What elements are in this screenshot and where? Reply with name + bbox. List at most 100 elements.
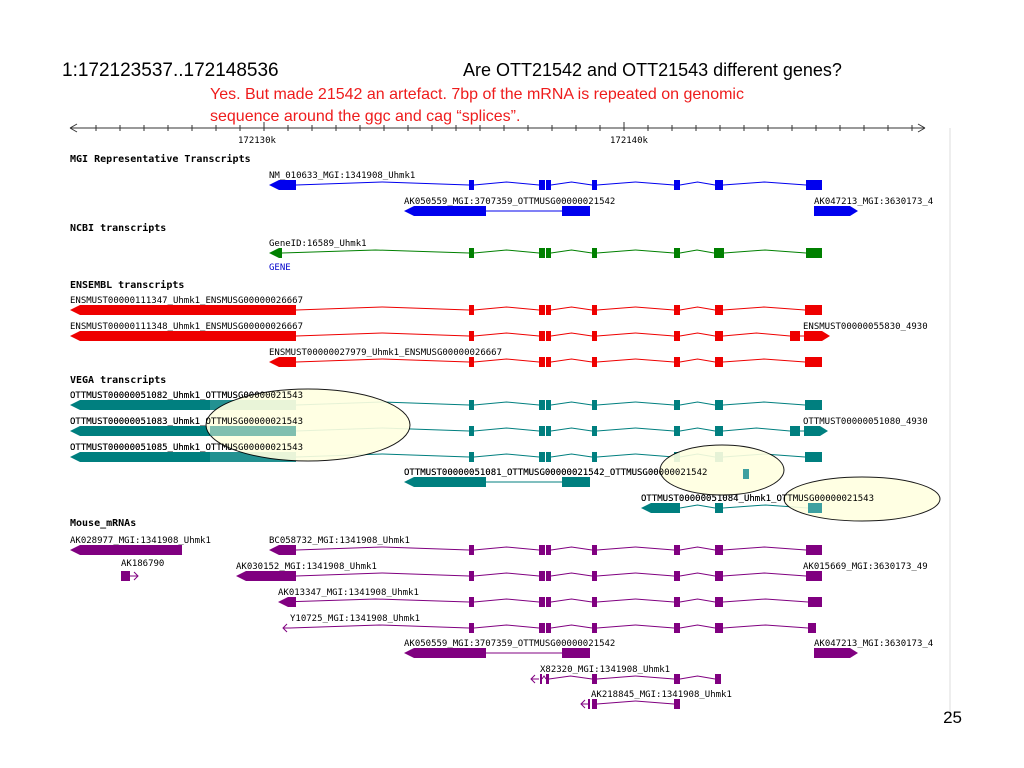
exon-block [546, 452, 551, 462]
answer-line-1: Yes. But made 21542 an artefact. 7bp of … [210, 86, 744, 103]
exon-block [562, 477, 590, 487]
exon-block [674, 545, 680, 555]
exon-arrow-right [804, 331, 830, 341]
transcript-label: AK186790 [121, 559, 164, 569]
transcript-label: AK028977_MGI:1341908_Uhmk1 [70, 536, 211, 546]
exon-block [806, 545, 822, 555]
exon-block [469, 305, 474, 315]
exon-block [790, 331, 800, 341]
exon-block [539, 545, 545, 555]
exon-block [674, 331, 680, 341]
exon-block [539, 400, 545, 410]
exon-block [592, 305, 597, 315]
exon-arrow-left [404, 477, 486, 487]
exon-block [546, 674, 549, 684]
slide-answer: Yes. But made 21542 an artefact. 7bp of … [210, 84, 910, 128]
exon-block [539, 571, 545, 581]
exon-arrow-left [269, 248, 282, 258]
exon-block [592, 623, 597, 633]
exon-block [469, 571, 474, 581]
exon-block [805, 357, 822, 367]
ruler-label-172130k: 172130k [238, 136, 277, 146]
exon-arrow-left [269, 357, 296, 367]
gene-link: GENE [269, 263, 291, 273]
intron-line [282, 599, 822, 602]
exon-block [805, 305, 822, 315]
transcript-label: OTTMUST00000051084_Uhmk1_OTTMUSG00000021… [641, 494, 874, 504]
exon-arrow-left [404, 206, 486, 216]
highlight-ellipse [205, 388, 411, 462]
exon-block [546, 180, 551, 190]
exon-block [539, 357, 545, 367]
exon-block [674, 699, 680, 709]
exon-arrow-right [814, 206, 858, 216]
track-header: MGI Representative Transcripts [70, 153, 251, 165]
transcript-label: ENSMUST00000111347_Uhmk1_ENSMUSG00000026… [70, 296, 303, 306]
strand-arrow [282, 623, 291, 633]
transcript-label: BC058732_MGI:1341908_Uhmk1 [269, 536, 410, 546]
exon-block [715, 180, 723, 190]
exon-block [539, 331, 545, 341]
ruler-label-172140k: 172140k [610, 136, 649, 146]
transcript-label: OTTMUST00000051081_OTTMUSG00000021542_OT… [404, 468, 707, 478]
exon-block [674, 305, 680, 315]
exon-block [469, 597, 474, 607]
track-header: NCBI transcripts [70, 222, 166, 234]
exon-block [592, 400, 597, 410]
transcript-label: OTTMUST00000051085_Uhmk1_OTTMUSG00000021… [70, 443, 303, 453]
exon-block [592, 426, 597, 436]
exon-block [592, 180, 597, 190]
exon-block [790, 426, 800, 436]
exon-arrow-right [804, 426, 828, 436]
exon-block [546, 571, 551, 581]
exon-block [539, 623, 545, 633]
intron-line [296, 307, 822, 310]
exon-block [546, 248, 551, 258]
exon-block [546, 597, 551, 607]
exon-block [805, 400, 822, 410]
track-header: VEGA transcripts [70, 374, 166, 386]
intron-line [296, 359, 822, 362]
transcript-label: AK218845_MGI:1341908_Uhmk1 [591, 690, 732, 700]
exon-block [743, 469, 749, 479]
exon-block [714, 248, 724, 258]
exon-block [539, 426, 545, 436]
exon-block [592, 545, 597, 555]
intron-line [296, 547, 822, 550]
transcript-label: ENSMUST00000027979_Uhmk1_ENSMUSG00000026… [269, 348, 502, 358]
exon-block [539, 452, 545, 462]
exon-arrow-left [404, 648, 486, 658]
ruler-right-arrow [917, 123, 926, 133]
exon-block [539, 597, 545, 607]
exon-block [592, 571, 597, 581]
highlight-ellipse [783, 476, 941, 522]
exon-block [715, 305, 723, 315]
exon-block [674, 357, 680, 367]
exon-block [539, 248, 545, 258]
exon-block [546, 545, 551, 555]
exon-block [546, 623, 551, 633]
exon-block [715, 545, 723, 555]
slide-question: Are OTT21542 and OTT21543 different gene… [463, 60, 842, 80]
exon-arrow-right [814, 648, 858, 658]
slide-coordinates: 1:172123537..172148536 [62, 60, 279, 81]
transcript-label: OTTMUST00000051083_Uhmk1_OTTMUSG00000021… [70, 417, 303, 427]
transcript-label: AK047213_MGI:3630173_4 [814, 197, 933, 207]
exon-block [588, 699, 590, 709]
exon-block [715, 357, 723, 367]
strand-arrow [530, 674, 539, 684]
exon-block [546, 305, 551, 315]
exon-block [806, 571, 822, 581]
exon-arrow-left [269, 180, 296, 190]
exon-block [592, 357, 597, 367]
exon-block [469, 545, 474, 555]
transcript-label: OTTMUST00000051084_Uhmk1_OTTMUSG00000021… [641, 494, 874, 504]
exon-block [592, 331, 597, 341]
exon-block [121, 571, 130, 581]
transcript-label: OTTMUST00000051083_Uhmk1_OTTMUSG00000021… [70, 417, 303, 427]
exon-block [674, 597, 680, 607]
highlight-tint [210, 452, 296, 462]
exon-block [674, 674, 680, 684]
exon-block [469, 357, 474, 367]
exon-block [674, 426, 680, 436]
